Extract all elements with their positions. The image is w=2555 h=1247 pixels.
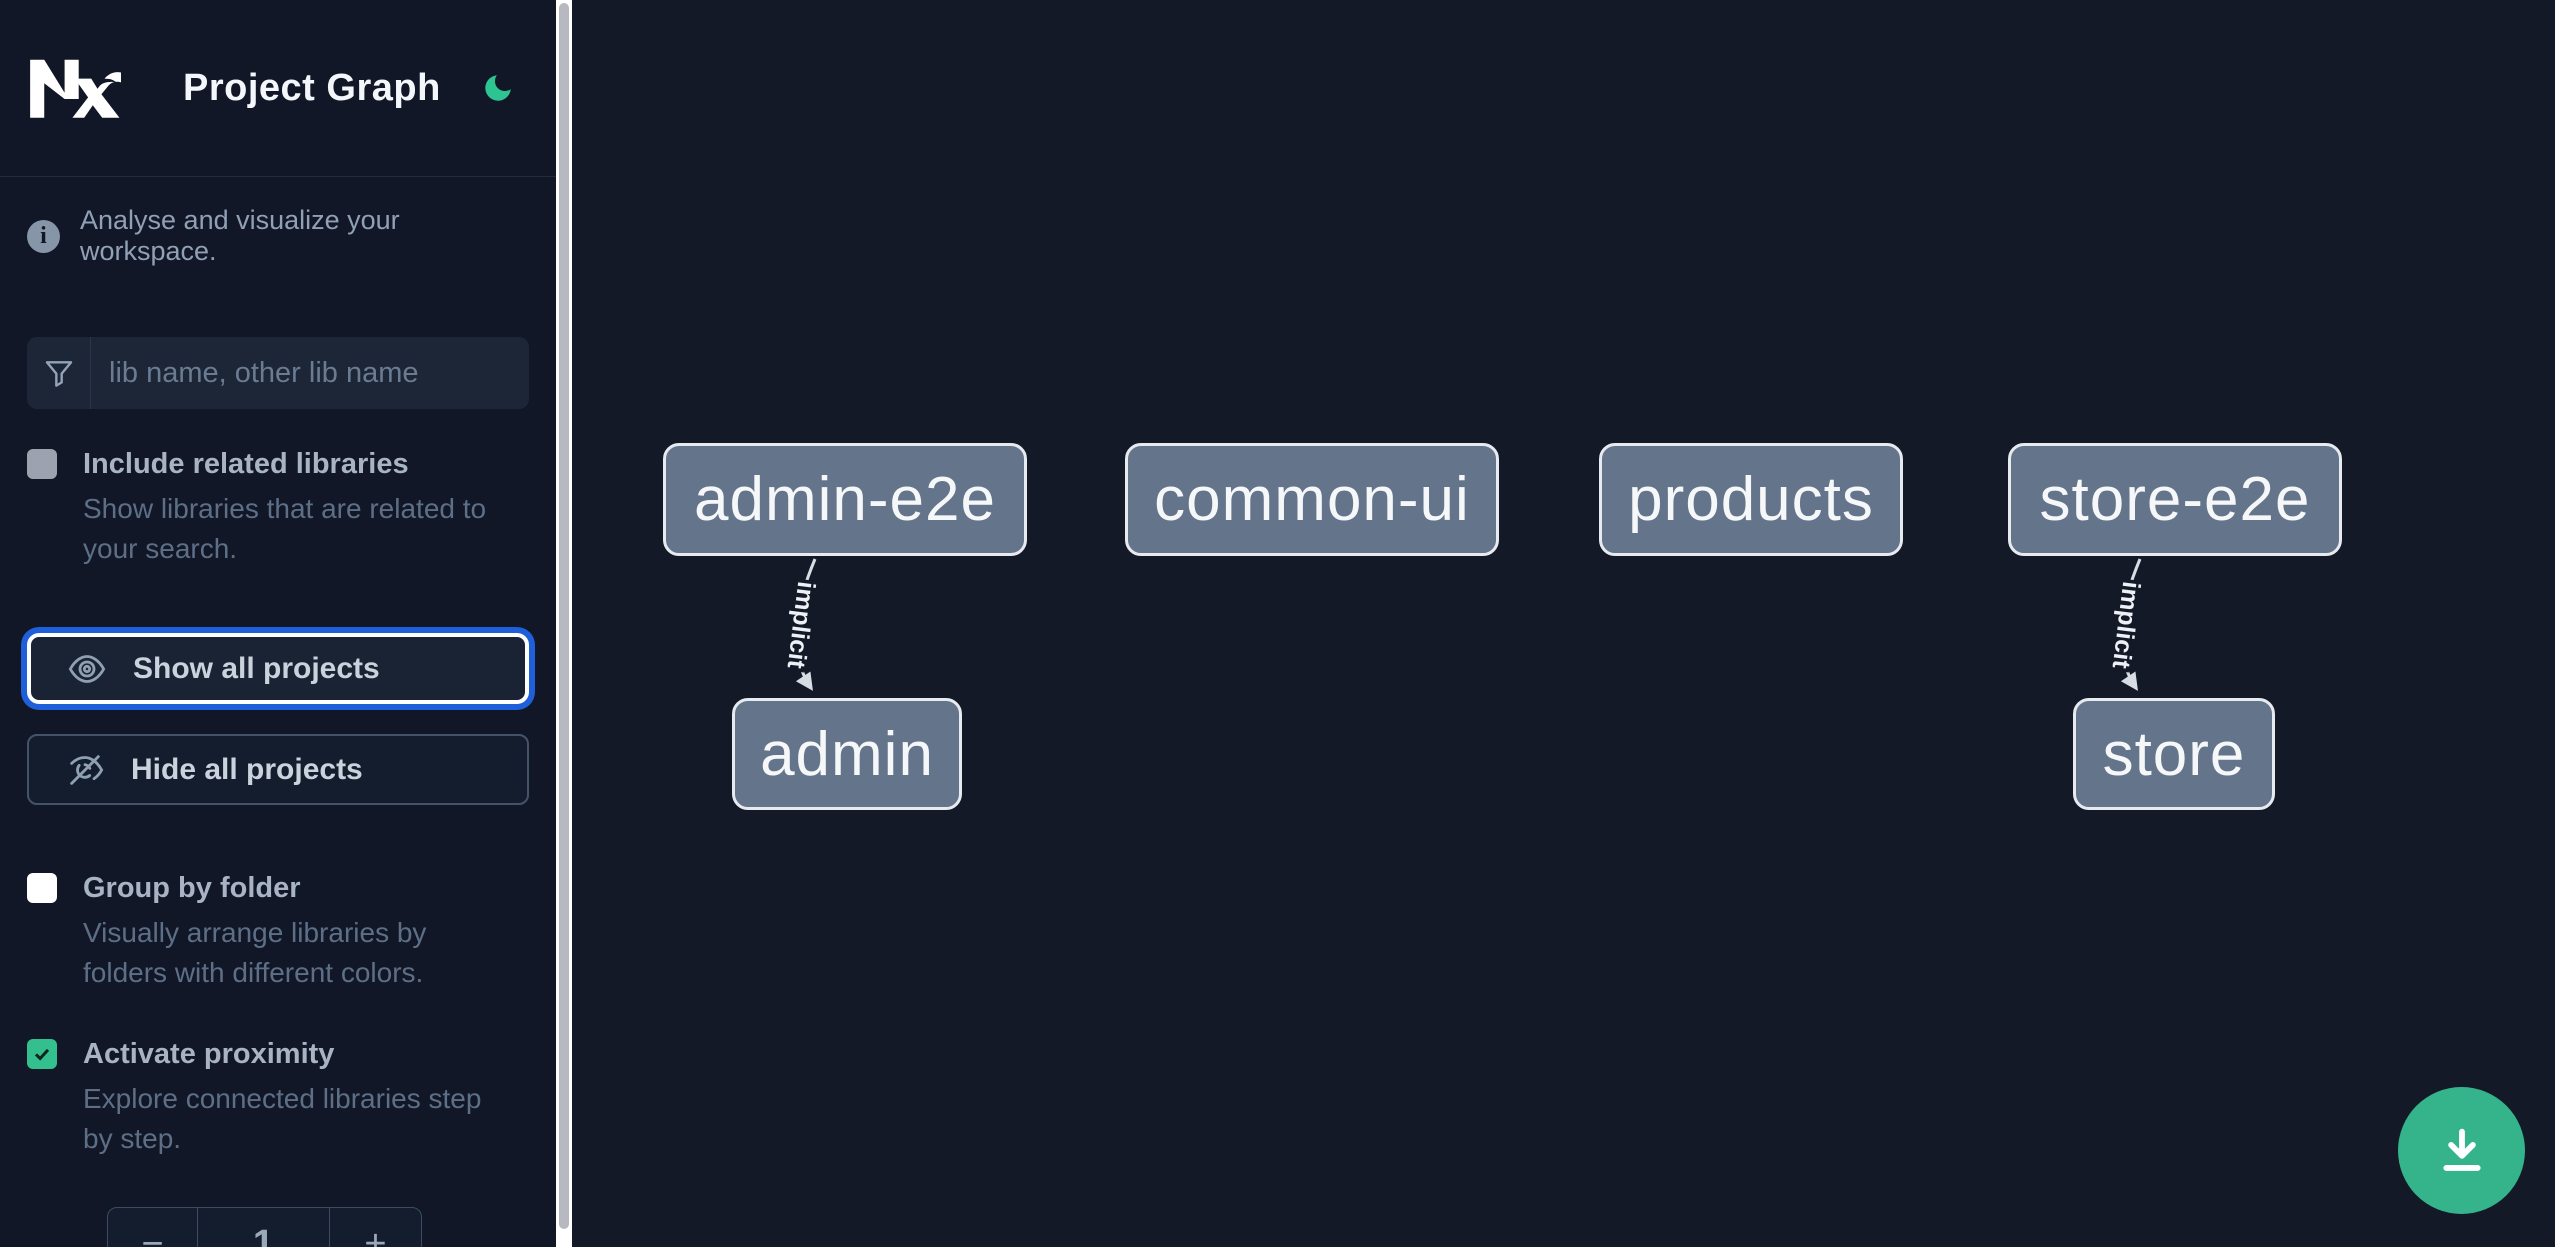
checkmark-icon bbox=[34, 1048, 50, 1061]
nx-logo-icon bbox=[30, 59, 121, 118]
sidebar: Project Graph i Analyse and visualize yo… bbox=[0, 0, 556, 1247]
filter-input[interactable] bbox=[91, 337, 529, 409]
proximity-depth-value: 1 bbox=[252, 1222, 275, 1247]
option-include-related: Include related libraries Show libraries… bbox=[0, 447, 556, 569]
filter-icon-cell bbox=[27, 337, 91, 409]
workspace-info-text: Analyse and visualize your workspace. bbox=[80, 205, 400, 266]
show-all-projects-label: Show all projects bbox=[133, 651, 380, 685]
sidebar-scrollbar-track[interactable] bbox=[556, 0, 572, 1247]
activate-proximity-checkbox[interactable] bbox=[27, 1039, 57, 1069]
decrement-button[interactable]: − bbox=[108, 1208, 198, 1247]
graph-node-products[interactable]: products bbox=[1599, 443, 1903, 556]
include-related-checkbox[interactable] bbox=[27, 449, 57, 479]
include-related-description: Show libraries that are related to your … bbox=[83, 493, 487, 564]
show-all-projects-button[interactable]: Show all projects bbox=[27, 633, 529, 704]
graph-canvas[interactable]: implicit implicit admin-e2e common-ui produ… bbox=[572, 0, 2555, 1247]
group-by-folder-checkbox[interactable] bbox=[27, 873, 57, 903]
download-graph-button[interactable] bbox=[2398, 1087, 2525, 1214]
graph-node-store-e2e[interactable]: store-e2e bbox=[2008, 443, 2342, 556]
sidebar-header: Project Graph bbox=[0, 0, 556, 177]
option-activate-proximity: Activate proximity Explore connected lib… bbox=[0, 1037, 556, 1159]
edge-label-store-e2e-to-store[interactable]: implicit bbox=[2103, 576, 2149, 674]
edge-layer: implicit implicit bbox=[778, 558, 2149, 691]
sidebar-scrollbar-thumb[interactable] bbox=[559, 3, 569, 1229]
download-icon bbox=[2442, 1128, 2481, 1171]
graph-node-admin-e2e[interactable]: admin-e2e bbox=[663, 443, 1027, 556]
edge-store-e2e-to-store[interactable] bbox=[2119, 558, 2142, 691]
graph-node-common-ui[interactable]: common-ui bbox=[1125, 443, 1499, 556]
theme-moon-icon[interactable] bbox=[481, 71, 515, 105]
edge-admin-e2e-to-admin[interactable] bbox=[794, 558, 817, 691]
activate-proximity-label: Activate proximity bbox=[83, 1038, 335, 1070]
group-by-folder-description: Visually arrange libraries by folders wi… bbox=[83, 917, 427, 988]
workspace-info-row: i Analyse and visualize your workspace. bbox=[0, 177, 556, 267]
edge-label-admin-e2e-to-admin[interactable]: implicit bbox=[778, 576, 824, 674]
filter-box bbox=[27, 337, 529, 409]
include-related-label: Include related libraries bbox=[83, 448, 409, 480]
eye-off-icon bbox=[70, 754, 104, 785]
increment-button[interactable]: + bbox=[329, 1208, 421, 1247]
proximity-depth-stepper: − 1 + bbox=[107, 1207, 422, 1247]
group-by-folder-label: Group by folder bbox=[83, 872, 301, 904]
page-title: Project Graph bbox=[183, 66, 441, 109]
info-icon: i bbox=[27, 219, 60, 253]
funnel-icon bbox=[45, 361, 72, 387]
option-group-by-folder: Group by folder Visually arrange librari… bbox=[0, 871, 556, 993]
activate-proximity-description: Explore connected libraries step by step… bbox=[83, 1083, 482, 1154]
graph-node-store[interactable]: store bbox=[2073, 698, 2275, 810]
eye-icon bbox=[68, 654, 106, 683]
hide-all-projects-button[interactable]: Hide all projects bbox=[27, 734, 529, 805]
graph-node-admin[interactable]: admin bbox=[732, 698, 962, 810]
hide-all-projects-label: Hide all projects bbox=[131, 752, 363, 786]
